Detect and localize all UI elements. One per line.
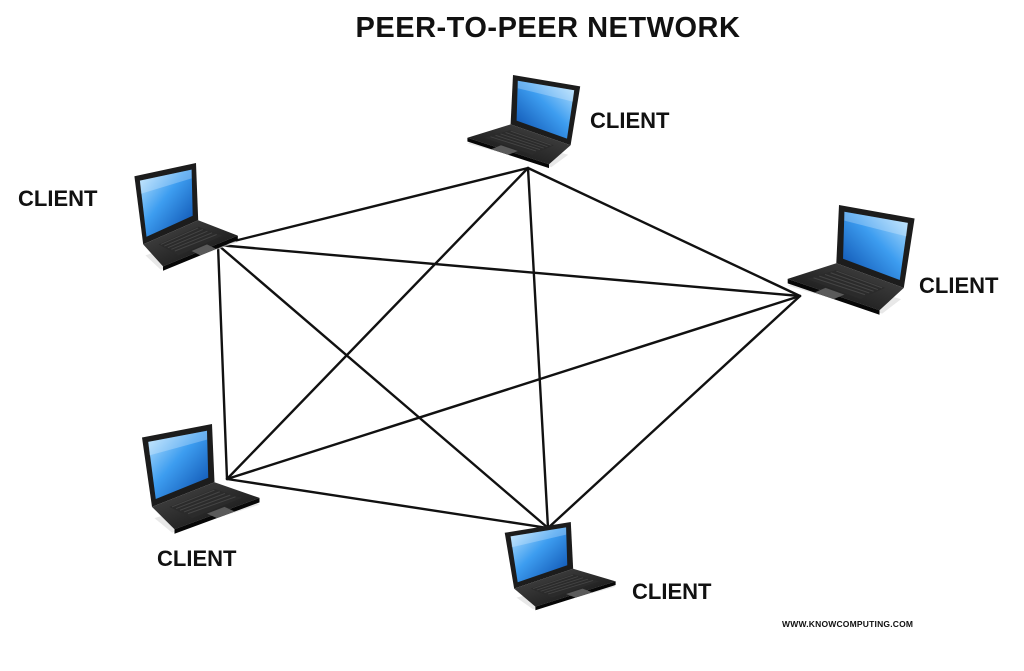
- link-right-bottom-left: [225, 294, 802, 481]
- laptop-icon-bottom-left: [142, 424, 260, 534]
- link-left-right: [216, 243, 802, 298]
- client-label-bottom-left: CLIENT: [157, 546, 237, 571]
- client-label-bottom: CLIENT: [632, 579, 712, 604]
- link-top-bottom: [526, 166, 550, 530]
- link-top-bottom-left: [225, 166, 530, 481]
- link-right-bottom: [546, 294, 802, 530]
- client-label-left: CLIENT: [18, 186, 98, 211]
- link-left-bottom: [216, 243, 550, 530]
- link-left-bottom-left: [216, 243, 229, 481]
- laptop-icon-top: [467, 75, 581, 169]
- website-credit: WWW.KNOWCOMPUTING.COM: [782, 619, 914, 629]
- link-bottom-left-bottom: [225, 477, 550, 530]
- client-label-right: CLIENT: [919, 273, 999, 298]
- laptop-icon-right: [787, 205, 915, 315]
- laptop-icon-bottom: [504, 522, 616, 611]
- link-left-top: [216, 166, 530, 247]
- clients: [134, 75, 915, 611]
- link-top-right: [526, 166, 802, 298]
- laptop-icon-left: [134, 163, 238, 271]
- connections: [216, 166, 802, 530]
- client-label-top: CLIENT: [590, 108, 670, 133]
- diagram-title: PEER-TO-PEER NETWORK: [355, 12, 741, 44]
